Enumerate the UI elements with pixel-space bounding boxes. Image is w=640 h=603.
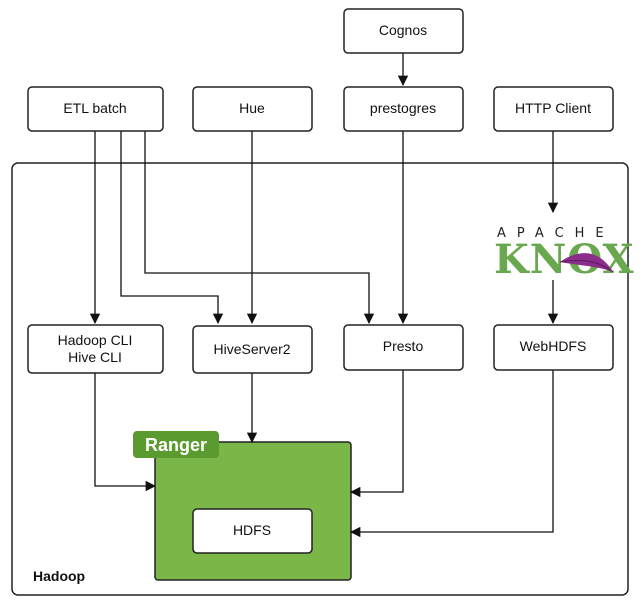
hadoop-label: Hadoop [33,568,85,584]
node-webhdfs: WebHDFS [493,324,614,371]
svg-text:ETL batch: ETL batch [63,100,126,116]
edge-etl-hiveserver2 [120,131,224,325]
svg-text:prestogres: prestogres [370,100,436,116]
svg-text:WebHDFS: WebHDFS [520,338,587,354]
edge-webhdfs-ranger [349,370,554,538]
svg-text:Presto: Presto [383,338,424,354]
node-cognos: Cognos [343,8,464,54]
svg-text:HTTP Client: HTTP Client [515,100,591,116]
svg-text:Hive CLI: Hive CLI [68,349,122,365]
node-etl-batch: ETL batch [27,86,164,132]
node-presto: Presto [343,324,464,371]
svg-text:Cognos: Cognos [379,22,427,38]
edge-presto-ranger [349,370,404,498]
knox-word-text: KNOX [494,236,635,283]
svg-text:Hue: Hue [239,100,265,116]
node-hue: Hue [192,86,313,132]
svg-text:HDFS: HDFS [233,522,271,538]
node-prestogres: prestogres [343,86,464,132]
apache-knox-logo: APACHE KNOX [494,226,635,283]
node-hdfs: HDFS [192,508,313,554]
edge-hadoopcli-ranger [94,373,157,492]
knox-apache-text: APACHE [497,226,615,241]
node-http-client: HTTP Client [493,86,614,132]
ranger-badge: Ranger [133,431,219,458]
edge-etl-presto [144,131,375,325]
svg-text:HiveServer2: HiveServer2 [213,341,290,357]
ranger-label: Ranger [145,435,207,455]
svg-text:Hadoop CLI: Hadoop CLI [58,332,133,348]
node-hiveserver2: HiveServer2 [192,325,313,374]
node-hadoop-cli: Hadoop CLI Hive CLI [27,324,164,374]
knox-feather-icon [560,253,613,272]
